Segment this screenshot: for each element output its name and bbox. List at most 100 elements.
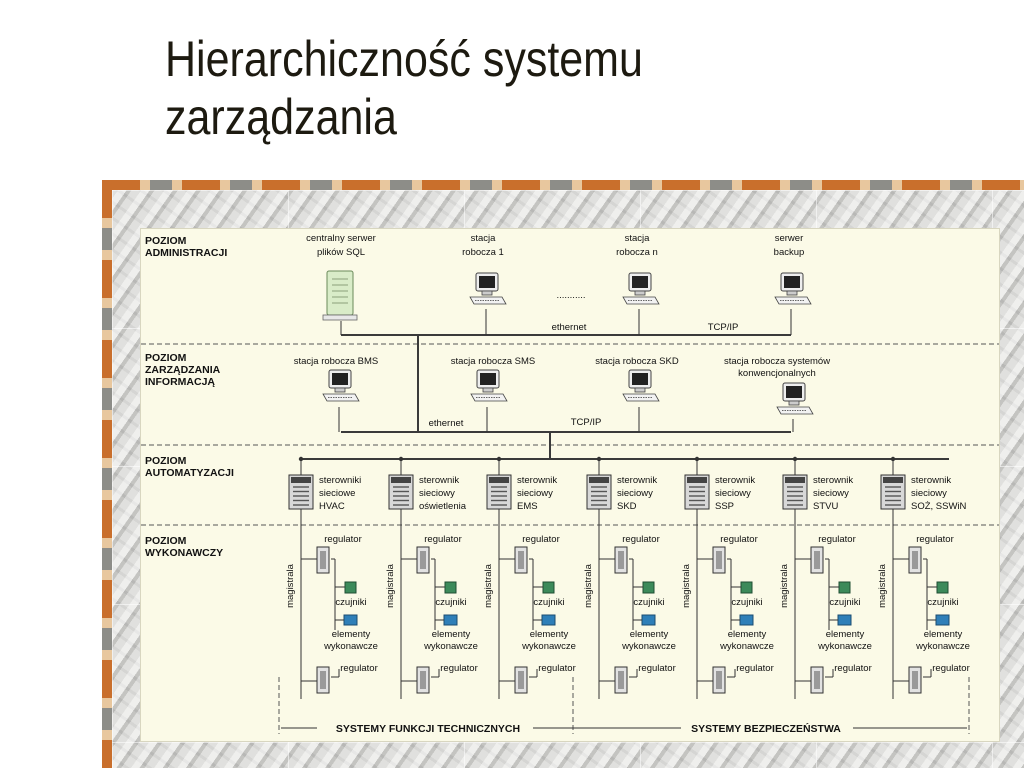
sensor-label-3: czujniki [533, 597, 564, 608]
sensor-icon [444, 581, 457, 594]
monitor-screen [786, 386, 802, 398]
regulator-bottom-1-icon [316, 666, 330, 694]
controller-label-line2: sieciowe [319, 488, 355, 499]
monitor-stand [786, 290, 798, 296]
controller-label-line3: SKD [617, 501, 637, 512]
controller-label-line1: sterownik [715, 475, 755, 486]
regulator-label-bottom-5: regulator [736, 663, 774, 674]
actuator-label-line2: wykonawcze [817, 641, 872, 652]
sensor-label-5: czujniki [731, 597, 762, 608]
sensor-label-7: czujniki [927, 597, 958, 608]
sensor-label-2: czujniki [435, 597, 466, 608]
sensor-label-1: czujniki [335, 597, 366, 608]
monitor-screen [480, 373, 496, 385]
controller-top [883, 477, 903, 483]
controller-label-line2: sieciowy [517, 488, 553, 499]
controller-5-icon [684, 474, 710, 510]
mgmt-node-label-1: stacja robocza BMS [294, 356, 378, 367]
regulator-label-top-6: regulator [818, 534, 856, 545]
regulator-bottom-3-icon [514, 666, 528, 694]
monitor-stand [634, 387, 646, 393]
regulator-label-top-4: regulator [622, 534, 660, 545]
level-label-line: AUTOMATYZACJI [145, 467, 234, 479]
mgmt-node-label-line1: stacja robocza BMS [294, 356, 378, 367]
controller-top [589, 477, 609, 483]
regulator-front [912, 671, 918, 689]
slide-title-line1: Hierarchiczność systemu [165, 31, 643, 87]
regulator-label-top-1: regulator [324, 534, 362, 545]
admin-node-label-line2: plików SQL [317, 247, 365, 258]
regulator-label-bottom-2: regulator [440, 663, 478, 674]
controller-6-icon [782, 474, 808, 510]
admin-node-label-line1: serwer [775, 233, 804, 244]
sensor-icon [740, 581, 753, 594]
regulator-front [618, 671, 624, 689]
server-icon [322, 270, 358, 321]
sensor-icon [344, 581, 357, 594]
level-label-line: POZIOM [145, 352, 187, 364]
regulator-bottom-2-icon [416, 666, 430, 694]
bus-junction [792, 456, 798, 462]
level-label-line: ZARZĄDZANIA [145, 364, 221, 376]
admin-node-label-line1: stacja [625, 233, 651, 244]
monitor-stand [334, 387, 346, 393]
regulator-top-5-icon [712, 546, 726, 574]
bus-junction [890, 456, 896, 462]
monitor-screen [632, 373, 648, 385]
admin-node-label-line2: backup [774, 247, 805, 258]
actuator-label-line1: elementy [728, 629, 767, 640]
mgmt-workstation-4-icon [776, 382, 814, 415]
field-bus-label-6: magistrala [779, 563, 790, 608]
controller-label-line2: sieciowy [813, 488, 849, 499]
field-bus-label-5: magistrala [681, 563, 692, 608]
controller-top [391, 477, 411, 483]
bus-junction [298, 456, 304, 462]
regulator-label-bottom-4: regulator [638, 663, 676, 674]
controller-4-icon [586, 474, 612, 510]
actuator-icon [739, 614, 754, 626]
controller-label-line3: oświetlenia [419, 501, 467, 512]
sensor-icon [642, 581, 655, 594]
monitor-stand [481, 290, 493, 296]
field-bus-label-2: magistrala [385, 563, 396, 608]
admin-node-label-line2: robocza n [616, 247, 658, 258]
controller-label-line3: SOŻ, SSWiN [911, 501, 967, 512]
regulator-bottom-7-icon [908, 666, 922, 694]
controller-label-line1: sterowniki [319, 475, 361, 486]
monitor-stand [788, 400, 800, 406]
controller-3-icon [486, 474, 512, 510]
level-label-line: WYKONAWCZY [145, 547, 223, 559]
sensor-icon [542, 581, 555, 594]
regulator-front [320, 551, 326, 569]
monitor-screen [632, 276, 648, 288]
regulator-bottom-4-icon [614, 666, 628, 694]
controller-1-icon [288, 474, 314, 510]
workstation-1-icon [469, 272, 507, 305]
regulator-front [618, 551, 624, 569]
slide-title: Hierarchiczność systemu zarządzania [165, 30, 643, 146]
controller-label-line2: sieciowy [617, 488, 653, 499]
mgmt-workstation-2-icon [470, 369, 508, 402]
actuator-label-line2: wykonawcze [323, 641, 378, 652]
sensor-icon [838, 581, 851, 594]
footer-right-label: SYSTEMY BEZPIECZEŃSTWA [691, 722, 841, 735]
mgmt-ethernet-label: ethernet [429, 418, 464, 429]
regulator-top-4-icon [614, 546, 628, 574]
field-bus-label-7: magistrala [877, 563, 888, 608]
server-case [326, 270, 354, 316]
controller-label-line2: sieciowy [715, 488, 751, 499]
actuator-icon [541, 614, 556, 626]
